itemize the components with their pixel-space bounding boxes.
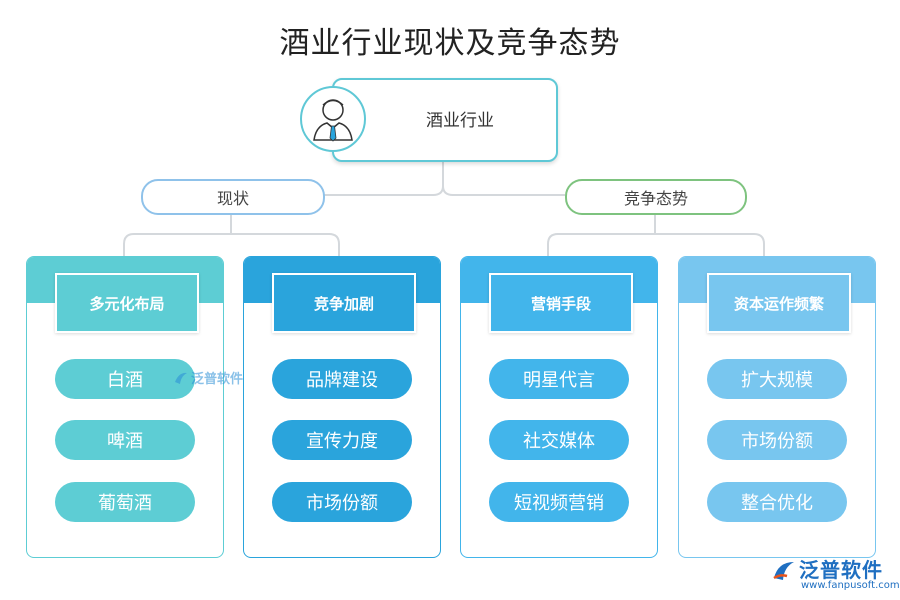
branch-label: 现状 (216, 189, 249, 208)
column-header: 多元化布局 (55, 273, 199, 333)
list-item: 短视频营销 (489, 482, 629, 522)
page-title: 酒业行业现状及竞争态势 (279, 26, 621, 61)
branch-label: 竞争态势 (623, 189, 688, 208)
fanpu-logo-icon (773, 562, 794, 580)
list-item: 社交媒体 (489, 420, 629, 460)
fanpu-logo-icon (175, 372, 187, 384)
branch-current-status: 现状 (141, 179, 325, 215)
person-tie-icon (300, 86, 366, 152)
list-item: 品牌建设 (272, 359, 412, 399)
list-item: 宣传力度 (272, 420, 412, 460)
watermark: 泛普软件 (173, 368, 243, 387)
column-intensified-competition: 竞争加剧 品牌建设 宣传力度 市场份额 (243, 256, 441, 558)
list-item: 扩大规模 (707, 359, 847, 399)
list-item: 整合优化 (707, 482, 847, 522)
column-diversified-layout: 多元化布局 白酒 啤酒 葡萄酒 (26, 256, 224, 558)
root-node: 酒业行业 (332, 78, 558, 162)
list-item: 葡萄酒 (55, 482, 195, 522)
root-label: 酒业行业 (426, 111, 494, 131)
column-header: 营销手段 (489, 273, 633, 333)
column-header: 资本运作频繁 (707, 273, 851, 333)
column-header: 竞争加剧 (272, 273, 416, 333)
brand-url: www.fanpusoft.com (801, 580, 900, 591)
list-item: 市场份额 (272, 482, 412, 522)
list-item: 啤酒 (55, 420, 195, 460)
list-item: 市场份额 (707, 420, 847, 460)
branch-competition: 竞争态势 (565, 179, 747, 215)
list-item: 白酒 (55, 359, 195, 399)
column-marketing-means: 营销手段 明星代言 社交媒体 短视频营销 (460, 256, 658, 558)
watermark-text: 泛普软件 (191, 372, 244, 387)
list-item: 明星代言 (489, 359, 629, 399)
brand-logo: 泛普软件 www.fanpusoft.com (771, 554, 900, 596)
brand-name: 泛普软件 (799, 558, 883, 582)
column-capital-operation: 资本运作频繁 扩大规模 市场份额 整合优化 (678, 256, 876, 558)
